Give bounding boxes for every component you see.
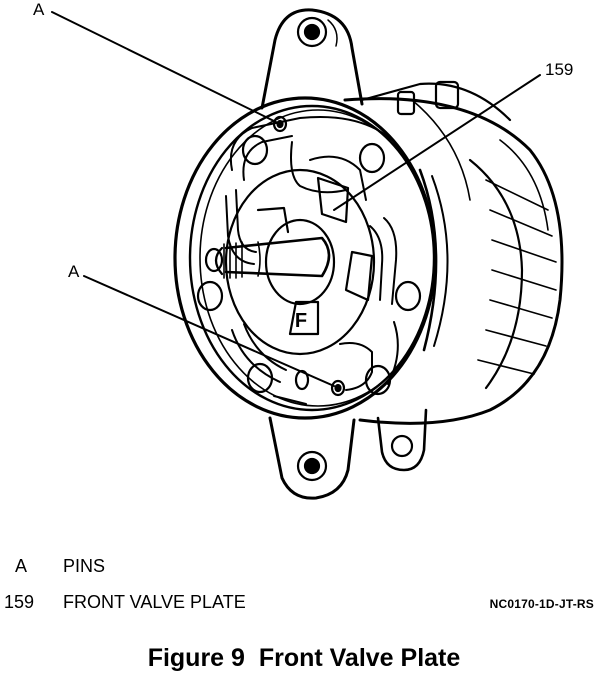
leader-159 [333,74,541,211]
compressor-body [343,97,564,425]
figure-caption: Figure 9 Front Valve Plate [147,644,461,672]
drive-shaft [204,236,331,279]
flange-bolt-holes [196,134,422,396]
legend-row-pins: A PINS [0,556,608,580]
pin-bottom [294,369,346,397]
front-flange [173,96,449,420]
callout-top-a: A [33,0,45,19]
lower-boss [376,408,428,472]
legend-text: FRONT VALVE PLATE [63,592,246,612]
pin-top [272,115,288,133]
reference-code: NC0170-1D-JT-RS [489,597,594,611]
compressor-illustration: F [51,8,564,500]
top-mounting-ear [260,8,364,110]
leader-top-a [51,11,277,123]
top-bosses [360,80,512,122]
legend-key: 159 [4,592,35,612]
legend-key: A [15,556,28,576]
legend-row-front-valve-plate: 159 FRONT VALVE PLATE [0,592,608,616]
callout-lower-a: A [68,262,80,281]
hub [224,168,376,356]
callout-159: 159 [545,60,574,79]
leader-lower-a [83,275,335,387]
legend-text: PINS [63,556,106,576]
valve-plate [225,115,399,405]
figure-letter: F [295,310,307,332]
legend: A PINS 159 FRONT VALVE PLATE [0,552,608,622]
bottom-mounting-ear [268,416,356,500]
